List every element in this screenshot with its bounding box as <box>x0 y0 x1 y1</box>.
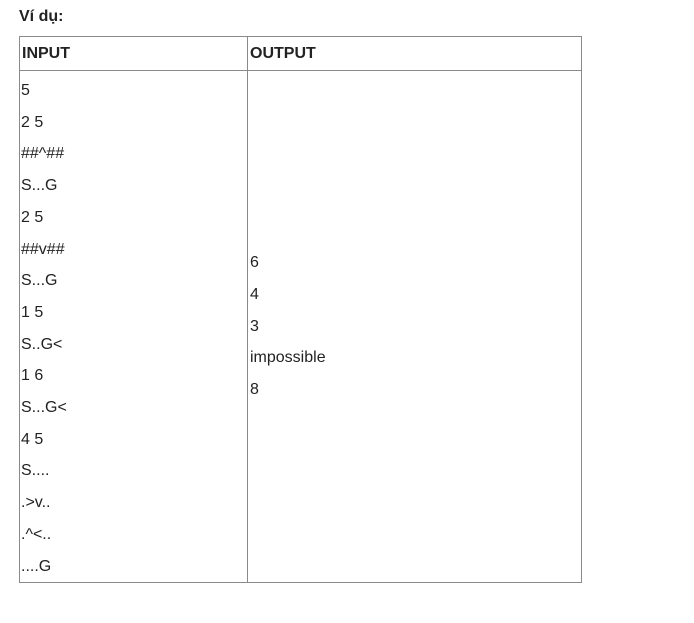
input-line: ....G <box>21 557 52 575</box>
input-line: ##^## <box>21 145 65 163</box>
output-column-header: OUTPUT <box>247 36 582 71</box>
example-table: INPUT OUTPUT 5 2 5 ##^## S...G 2 5 ##v##… <box>19 36 582 584</box>
input-column-header: INPUT <box>19 36 248 71</box>
input-line: S...G <box>21 272 58 290</box>
output-line: 4 <box>250 286 259 304</box>
input-line: S...G <box>21 177 58 195</box>
input-line: .>v.. <box>21 494 51 512</box>
input-line: .^<.. <box>21 525 52 543</box>
table-header-row: INPUT OUTPUT <box>19 36 582 71</box>
output-cell: 6 4 3 impossible 8 <box>247 69 582 584</box>
input-line: 2 5 <box>21 113 44 131</box>
input-line: ##v## <box>21 240 65 258</box>
input-line: 5 <box>21 82 30 99</box>
input-line: S..G< <box>21 335 63 353</box>
output-line: 6 <box>250 254 259 272</box>
input-line: S...G< <box>21 399 67 417</box>
output-line: impossible <box>250 349 326 367</box>
input-cell: 5 2 5 ##^## S...G 2 5 ##v## S...G 1 5 S.… <box>19 69 248 584</box>
input-line: 1 6 <box>21 367 44 385</box>
output-line: 8 <box>250 381 259 399</box>
input-line: 1 5 <box>21 303 44 321</box>
input-line: S.... <box>21 462 50 480</box>
table-row: 5 2 5 ##^## S...G 2 5 ##v## S...G 1 5 S.… <box>19 69 582 584</box>
output-line: 3 <box>250 317 259 335</box>
example-heading: Ví dụ: <box>19 8 64 25</box>
input-line: 4 5 <box>21 430 44 448</box>
input-line: 2 5 <box>21 208 44 226</box>
